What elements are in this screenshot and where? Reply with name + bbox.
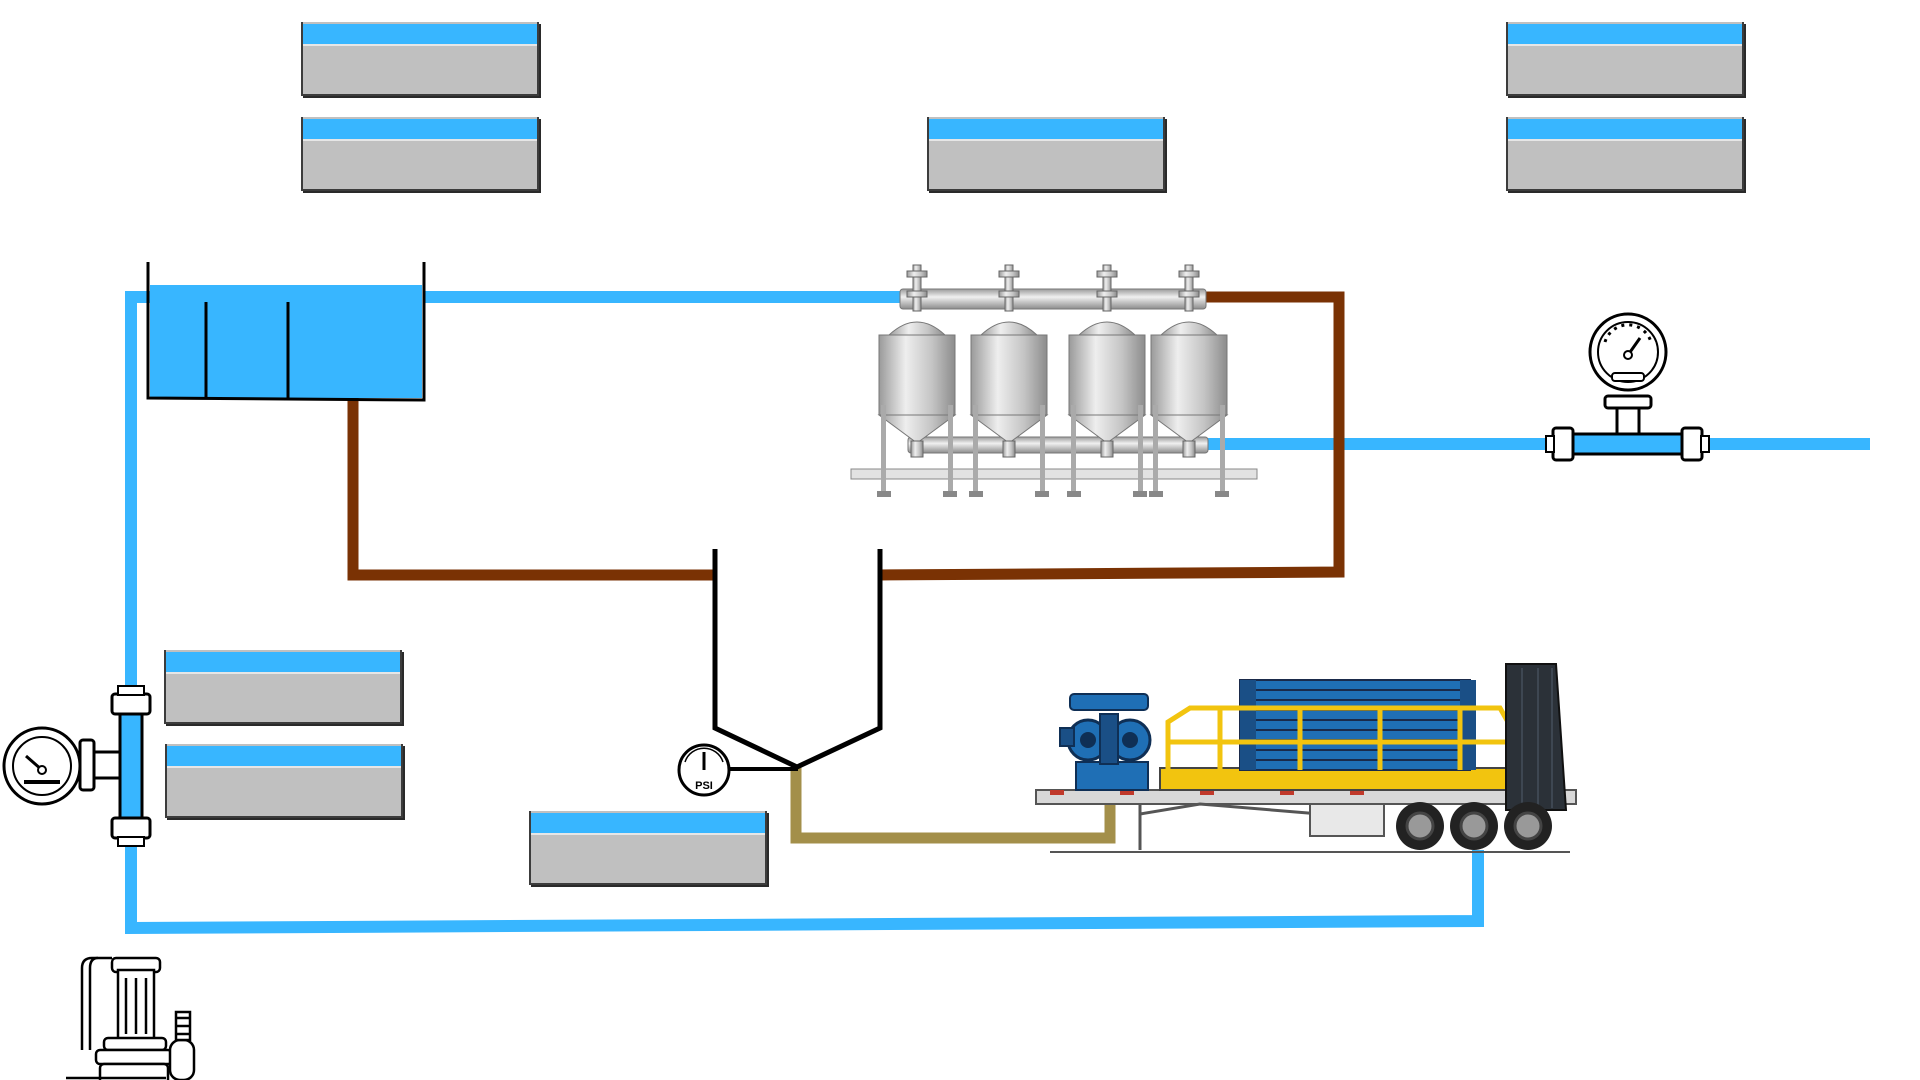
gauge-psi-label: PSI — [695, 780, 713, 792]
data-tag-value — [929, 141, 1163, 191]
cone-bottom-tank-icon[interactable] — [712, 549, 883, 770]
data-tag-value — [167, 768, 401, 818]
data-tag-header — [1508, 117, 1742, 141]
flow-meter-icon[interactable] — [1545, 312, 1710, 462]
water-line-inlet — [125, 291, 1484, 935]
data-tag-value — [166, 674, 400, 724]
data-tag[interactable] — [1506, 22, 1744, 96]
data-tag-value — [303, 141, 537, 191]
submersible-pump-icon[interactable] — [66, 956, 196, 1080]
sludge-line-tank — [347, 398, 715, 581]
data-tag[interactable] — [927, 117, 1165, 191]
data-tag[interactable] — [165, 744, 403, 818]
inlet-valve-gauge-icon[interactable] — [2, 685, 152, 847]
data-tag[interactable] — [301, 117, 539, 191]
data-tag-header — [1508, 22, 1742, 46]
data-tag-header — [929, 117, 1163, 141]
sludge-lines — [347, 291, 1345, 581]
media-filter-bank-icon[interactable] — [850, 264, 1258, 498]
data-tag[interactable] — [1506, 117, 1744, 191]
data-tag-value — [1508, 46, 1742, 96]
data-tag[interactable] — [529, 811, 767, 885]
settling-tank-icon[interactable] — [146, 262, 426, 402]
data-tag-value — [303, 46, 537, 96]
data-tag-header — [166, 650, 400, 674]
filter-press-trailer-icon[interactable] — [1035, 663, 1577, 853]
data-tag[interactable] — [164, 650, 402, 724]
data-tag-value — [531, 835, 765, 885]
pressure-gauge-icon[interactable]: PSI — [677, 743, 798, 797]
data-tag[interactable] — [301, 22, 539, 96]
data-tag-value — [1508, 141, 1742, 191]
sludge-line-filters — [878, 291, 1345, 581]
water-lines — [125, 291, 1870, 935]
data-tag-header — [303, 22, 537, 46]
data-tag-header — [167, 744, 401, 768]
data-tag-header — [531, 811, 765, 835]
data-tag-header — [303, 117, 537, 141]
diaphragm-pump-icon[interactable] — [1059, 693, 1152, 791]
